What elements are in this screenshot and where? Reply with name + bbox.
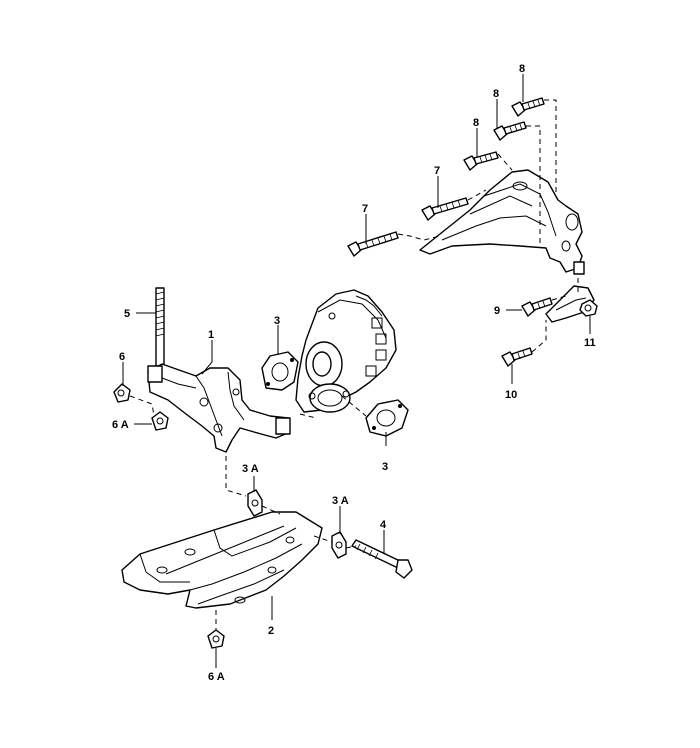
callout-4: 4 bbox=[380, 519, 387, 531]
callout-3a-left: 3 A bbox=[242, 463, 259, 475]
nut-6 bbox=[113, 383, 131, 403]
assembly-lines-upper bbox=[397, 99, 579, 353]
callout-5: 5 bbox=[124, 308, 130, 320]
callout-labels: 1 2 3 3 3 A 3 A 4 5 6 6 A 6 A 7 7 8 8 8 … bbox=[112, 63, 596, 683]
bolt-10 bbox=[501, 347, 533, 367]
bolt-8-low bbox=[463, 151, 499, 171]
gasket-3-lower bbox=[365, 399, 409, 437]
bolt-8-mid bbox=[493, 121, 527, 141]
transmission-housing bbox=[419, 169, 585, 275]
callout-8-mid: 8 bbox=[493, 88, 499, 100]
leader-lines bbox=[122, 74, 591, 668]
callout-10: 10 bbox=[505, 389, 517, 401]
washer-3a-right bbox=[331, 531, 347, 559]
stud-5 bbox=[155, 287, 165, 367]
callout-8-top: 8 bbox=[519, 63, 525, 75]
assembly-lines-lower bbox=[129, 395, 367, 630]
bolt-4 bbox=[351, 539, 413, 579]
callout-1: 1 bbox=[208, 329, 214, 341]
gasket-3-upper bbox=[261, 351, 299, 391]
callout-3a-right: 3 A bbox=[332, 495, 349, 507]
transmission-end-case bbox=[295, 289, 397, 413]
nut-6a-lower bbox=[207, 629, 225, 649]
callout-3-upper: 3 bbox=[274, 315, 280, 327]
callout-11: 11 bbox=[584, 337, 596, 349]
callout-7-left: 7 bbox=[362, 203, 368, 215]
bolt-8-top bbox=[511, 97, 545, 117]
washer-3a-left bbox=[247, 489, 263, 517]
callout-7-right: 7 bbox=[434, 165, 440, 177]
callout-2: 2 bbox=[268, 625, 274, 637]
callout-9: 9 bbox=[494, 305, 500, 317]
bolt-7-left bbox=[347, 231, 399, 257]
mount-bracket-1 bbox=[147, 363, 291, 453]
callout-6: 6 bbox=[119, 351, 125, 363]
crossmember-2 bbox=[121, 511, 323, 609]
callout-8-low: 8 bbox=[473, 117, 479, 129]
bolt-7-right bbox=[421, 197, 469, 221]
nut-6a-upper bbox=[151, 411, 169, 431]
nut-11 bbox=[579, 299, 598, 317]
callout-6a-upper: 6 A bbox=[112, 419, 129, 431]
bolt-9 bbox=[521, 297, 553, 317]
callout-6a-lower: 6 A bbox=[208, 671, 225, 683]
callout-3-lower: 3 bbox=[382, 461, 388, 473]
